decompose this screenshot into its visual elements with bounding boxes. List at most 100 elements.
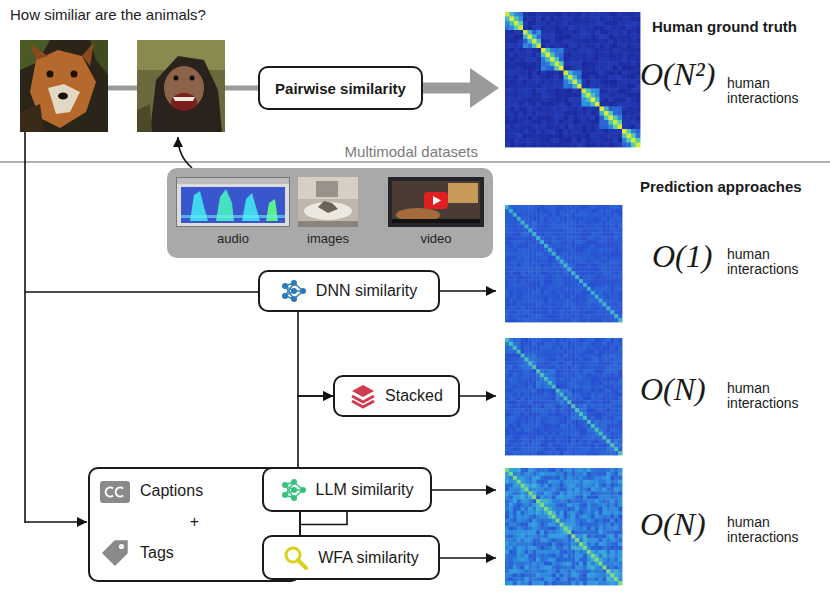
matrix-cell bbox=[618, 275, 622, 279]
matrix-cell bbox=[546, 21, 551, 26]
matrix-cell bbox=[622, 120, 627, 125]
matrix-cell bbox=[540, 314, 544, 318]
matrix-cell bbox=[525, 291, 529, 295]
matrix-cell bbox=[528, 80, 533, 85]
matrix-cell bbox=[610, 350, 614, 354]
matrix-cell bbox=[523, 35, 528, 40]
matrix-cell bbox=[513, 267, 517, 271]
matrix-cell bbox=[544, 314, 548, 318]
matrix-cell bbox=[517, 275, 521, 279]
matrix-cell bbox=[631, 44, 636, 49]
matrix-cell bbox=[517, 228, 521, 232]
matrix-cell bbox=[618, 221, 622, 225]
matrix-cell bbox=[536, 338, 540, 342]
matrix-cell bbox=[610, 236, 614, 240]
matrix-cell bbox=[505, 256, 509, 260]
matrix-cell bbox=[540, 236, 544, 240]
matrix-cell bbox=[528, 314, 532, 318]
matrix-cell bbox=[591, 84, 596, 89]
matrix-cell bbox=[513, 350, 517, 354]
matrix-cell bbox=[575, 225, 579, 229]
matrix-cell bbox=[556, 287, 560, 291]
matrix-cell bbox=[536, 260, 540, 264]
matrix-cell bbox=[587, 279, 591, 283]
matrix-cell bbox=[560, 338, 564, 342]
matrix-cell bbox=[532, 21, 537, 26]
matrix-cell bbox=[519, 48, 524, 53]
matrix-cell bbox=[587, 346, 591, 350]
matrix-cell bbox=[627, 111, 632, 116]
matrix-cell bbox=[627, 66, 632, 71]
matrix-cell bbox=[532, 260, 536, 264]
matrix-cell bbox=[591, 318, 595, 322]
matrix-cell bbox=[564, 84, 569, 89]
fox-photo-part bbox=[20, 104, 44, 132]
matrix-cell bbox=[575, 256, 579, 260]
matrix-cell bbox=[575, 217, 579, 221]
similarity-matrix bbox=[505, 205, 622, 322]
matrix-cell bbox=[519, 107, 524, 112]
matrix-cell bbox=[583, 252, 587, 256]
matrix-cell bbox=[550, 57, 555, 62]
matrix-cell bbox=[579, 264, 583, 268]
matrix-cell bbox=[544, 248, 548, 252]
matrix-cell bbox=[587, 306, 591, 310]
chimp-photo-part bbox=[137, 104, 152, 132]
matrix-cell bbox=[614, 303, 618, 307]
matrix-cell bbox=[560, 287, 564, 291]
matrix-cell bbox=[525, 295, 529, 299]
matrix-cell bbox=[514, 44, 519, 49]
matrix-cell bbox=[575, 295, 579, 299]
matrix-cell bbox=[571, 306, 575, 310]
matrix-cell bbox=[536, 217, 540, 221]
matrix-cell bbox=[614, 275, 618, 279]
matrix-cell bbox=[546, 30, 551, 35]
matrix-cell bbox=[537, 30, 542, 35]
matrix-cell bbox=[552, 338, 556, 342]
matrix-cell bbox=[532, 107, 537, 112]
matrix-cell bbox=[568, 120, 573, 125]
matrix-cell bbox=[604, 48, 609, 53]
matrix-cell bbox=[544, 252, 548, 256]
matrix-cell bbox=[528, 295, 532, 299]
matrix-cell bbox=[560, 209, 564, 213]
matrix-cell bbox=[536, 279, 540, 283]
matrix-cell bbox=[610, 306, 614, 310]
matrix-cell bbox=[505, 303, 509, 307]
gray-connector-part bbox=[423, 83, 472, 94]
output-arrows-part bbox=[440, 557, 496, 559]
matrix-cell bbox=[556, 306, 560, 310]
matrix-cell bbox=[586, 143, 591, 148]
matrix-cell bbox=[586, 107, 591, 112]
matrix-cell bbox=[568, 62, 573, 67]
matrix-cell bbox=[603, 252, 607, 256]
matrix-cell bbox=[546, 75, 551, 80]
separator-line bbox=[0, 161, 830, 163]
matrix-cell bbox=[636, 12, 641, 17]
matrix-cell bbox=[550, 53, 555, 58]
matrix-cell bbox=[618, 236, 622, 240]
matrix-cell bbox=[603, 283, 607, 287]
matrix-cell bbox=[510, 84, 515, 89]
matrix-cell bbox=[618, 338, 622, 342]
matrix-cell bbox=[536, 252, 540, 256]
matrix-cell bbox=[505, 225, 509, 229]
matrix-cell bbox=[568, 134, 573, 139]
matrix-cell bbox=[514, 129, 519, 134]
matrix-cell bbox=[604, 71, 609, 76]
matrix-cell bbox=[618, 17, 623, 22]
matrix-cell bbox=[559, 44, 564, 49]
matrix-cell bbox=[564, 248, 568, 252]
matrix-cell bbox=[567, 295, 571, 299]
matrix-cell bbox=[559, 120, 564, 125]
matrix-cell bbox=[541, 143, 546, 148]
matrix-cell bbox=[613, 84, 618, 89]
matrix-cell bbox=[505, 314, 509, 318]
matrix-cell bbox=[591, 205, 595, 209]
matrix-cell bbox=[525, 310, 529, 314]
matrix-cell bbox=[587, 213, 591, 217]
matrix-cell bbox=[636, 143, 641, 148]
matrix-cell bbox=[513, 236, 517, 240]
matrix-cell bbox=[609, 107, 614, 112]
matrix-cell bbox=[544, 275, 548, 279]
